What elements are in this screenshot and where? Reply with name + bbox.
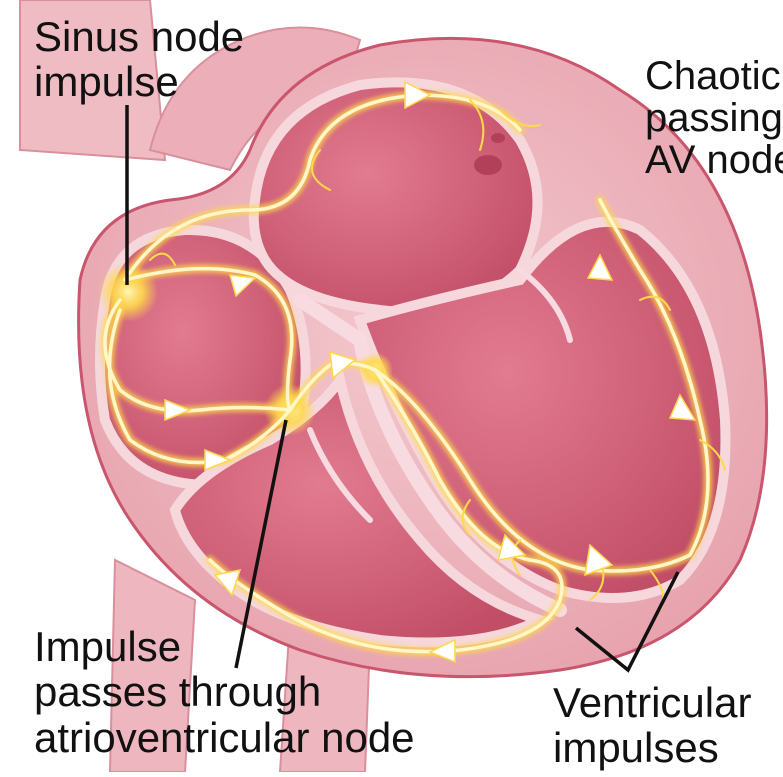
coronary-opening bbox=[474, 155, 502, 175]
av-node-label: Impulse passes through atrioventricular … bbox=[34, 624, 415, 760]
coronary-opening-2 bbox=[491, 133, 505, 143]
sinus-node-label: Sinus node impulse bbox=[34, 14, 244, 105]
ventricular-impulses-label: Ventricular impulses bbox=[553, 680, 751, 771]
chaotic-av-label: Chaotic passing AV node bbox=[645, 55, 783, 181]
